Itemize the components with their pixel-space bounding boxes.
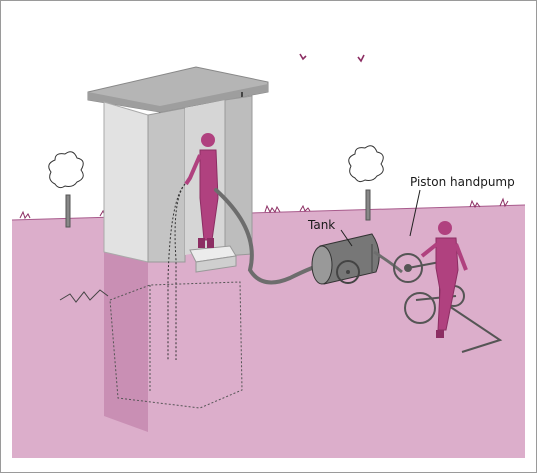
latrine-house — [88, 67, 268, 272]
tank-label: Tank — [307, 218, 335, 232]
pit — [104, 252, 252, 432]
pump-label: Piston handpump — [410, 175, 515, 189]
